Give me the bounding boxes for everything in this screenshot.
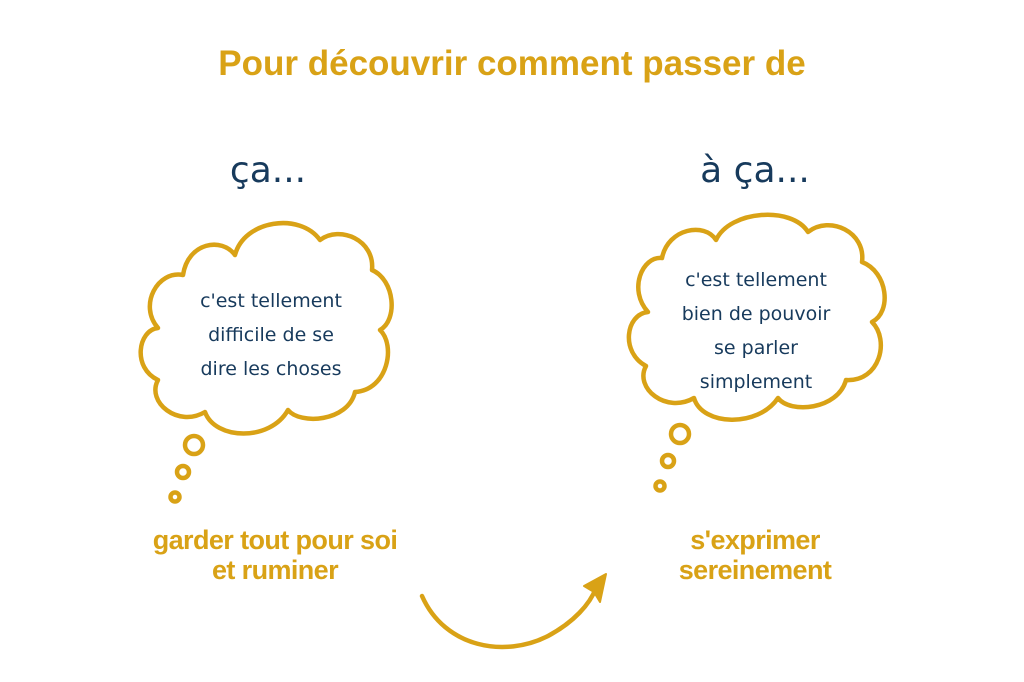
left-label: ça...: [229, 150, 307, 191]
left-thought-line: c'est tellement: [200, 290, 342, 312]
left-thought-cloud-icon: [138, 220, 394, 504]
left-caption-line: et ruminer: [211, 555, 339, 585]
curved-arrow-icon: [419, 573, 607, 650]
right-caption-line: sereinement: [678, 555, 832, 585]
right-caption-line: s'exprimer: [690, 525, 820, 555]
right-thought-text: c'est tellement bien de pouvoir se parle…: [656, 263, 856, 399]
right-thought-line: se parler: [714, 337, 798, 359]
right-label: à ça...: [700, 150, 810, 191]
right-thought-line: bien de pouvoir: [681, 303, 831, 325]
left-thought-line: difficile de se: [208, 324, 334, 346]
right-caption: s'exprimer sereinement: [640, 525, 870, 585]
page-title: Pour découvrir comment passer de: [218, 44, 806, 83]
right-thought-cloud-icon: [626, 212, 887, 493]
left-thought-text: c'est tellement difficile de se dire les…: [168, 284, 374, 386]
right-thought-line: c'est tellement: [685, 269, 827, 291]
left-thought-line: dire les choses: [200, 358, 342, 380]
right-thought-line: simplement: [699, 371, 813, 393]
left-caption-line: garder tout pour soi: [152, 525, 398, 555]
left-caption: garder tout pour soi et ruminer: [120, 525, 430, 585]
